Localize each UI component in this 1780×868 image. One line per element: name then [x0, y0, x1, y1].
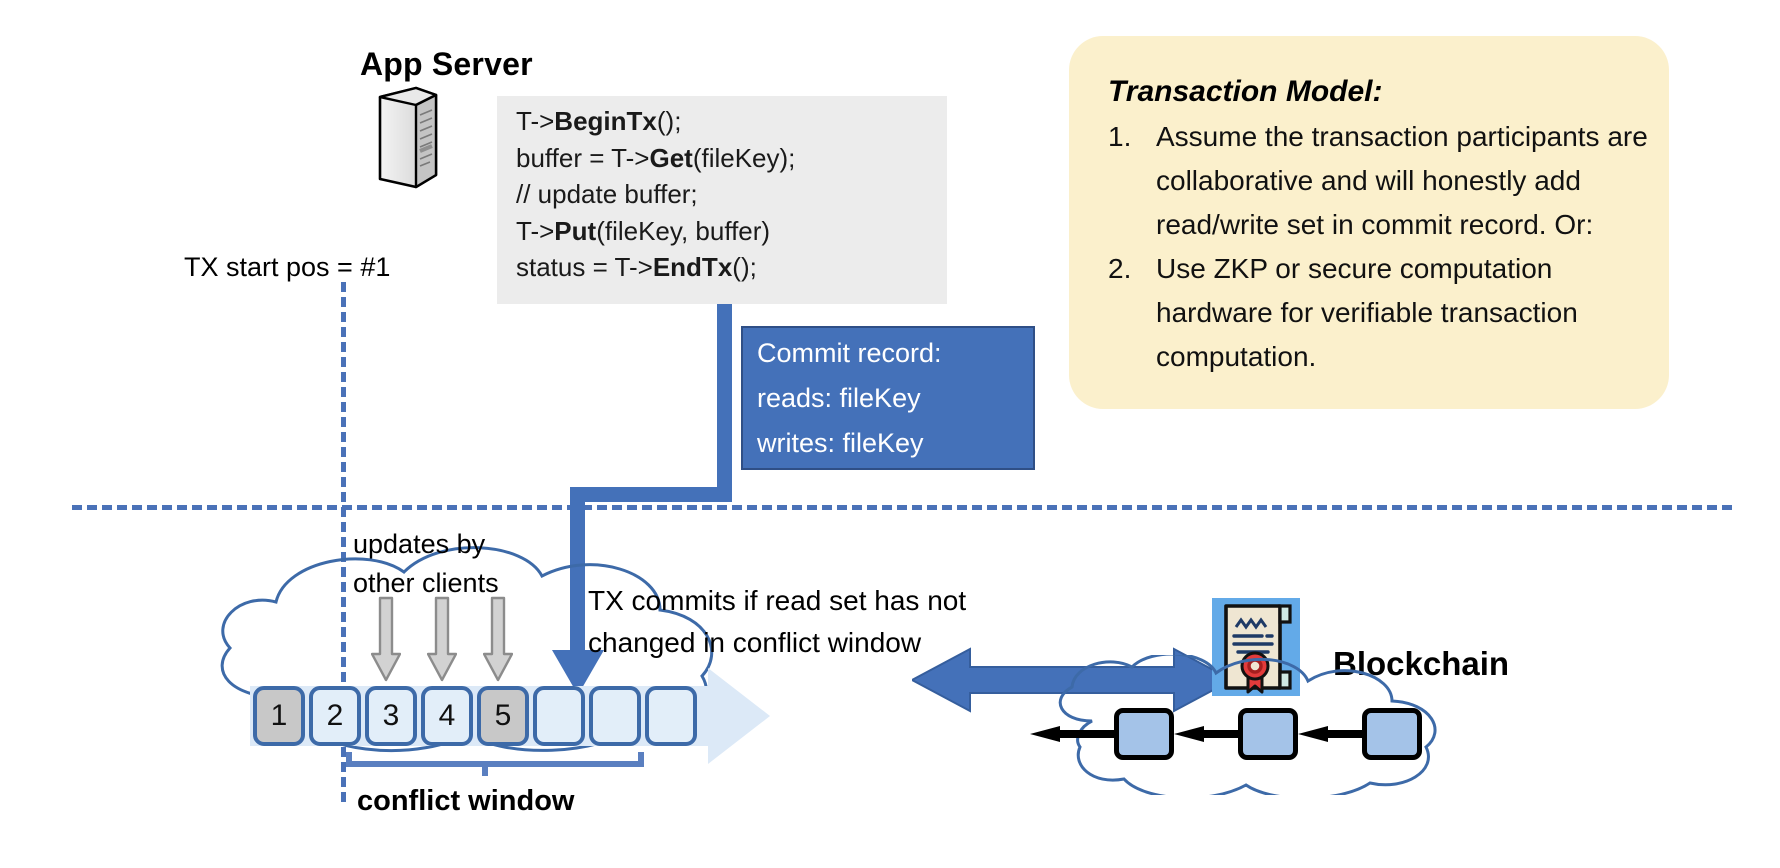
transaction-model-item: 1. Assume the transaction participants a… [1108, 115, 1648, 247]
commit-record-line-3: writes: fileKey [757, 428, 924, 458]
code-snippet-text: T->BeginTx(); buffer = T->Get(fileKey); … [516, 103, 956, 286]
updates-by-other-clients-label: updates by other clients [353, 525, 499, 603]
ledger-block[interactable]: 2 [309, 686, 361, 746]
code-snippet-box [497, 96, 947, 304]
update-arrow-icon [426, 596, 458, 684]
update-arrow-icon [482, 596, 514, 684]
ledger-block[interactable] [589, 686, 641, 746]
blockchain-link-arrow-icon [1030, 726, 1116, 742]
blockchain-block[interactable] [1114, 708, 1174, 760]
update-arrow-icon [370, 596, 402, 684]
conflict-window-brace-icon [345, 751, 645, 780]
tx-start-dashed-line [341, 282, 346, 802]
blockchain-link-arrow-icon [1298, 726, 1364, 742]
tx-start-pos-label: TX start pos = #1 [184, 252, 391, 282]
list-number: 1. [1108, 121, 1132, 152]
tx-commits-note: TX commits if read set has not changed i… [588, 580, 966, 664]
code-line: status = T->EndTx(); [516, 252, 757, 282]
ledger-block[interactable]: 4 [421, 686, 473, 746]
ledger-block[interactable] [645, 686, 697, 746]
blockchain-block[interactable] [1362, 708, 1422, 760]
blockchain-label: Blockchain [1333, 645, 1510, 682]
conflict-window-label: conflict window [357, 785, 575, 817]
ledger-block[interactable] [533, 686, 585, 746]
commit-record-line-1: Commit record: [757, 338, 942, 368]
commit-connector-segment-vertical-upper [717, 304, 732, 501]
code-line: T->Put(fileKey, buffer) [516, 215, 771, 246]
code-line: buffer = T->Get(fileKey); [516, 142, 796, 173]
ledger-block[interactable]: 3 [365, 686, 417, 746]
commit-connector-segment-vertical-lower [570, 487, 585, 662]
transaction-model-box [1069, 36, 1669, 409]
transaction-model-item: 2. Use ZKP or secure computation hardwar… [1108, 247, 1648, 379]
commit-record-box [741, 326, 1035, 470]
ledger-block[interactable]: 5 [477, 686, 529, 746]
transaction-model-list: 1. Assume the transaction participants a… [1108, 115, 1648, 379]
code-line: // update buffer; [516, 179, 698, 209]
code-line: T->BeginTx(); [516, 106, 682, 136]
blockchain-link-arrow-icon [1174, 726, 1240, 742]
blockchain-block[interactable] [1238, 708, 1298, 760]
transaction-model-title: Transaction Model: [1108, 75, 1383, 108]
updates-label-line-2: other clients [353, 568, 499, 598]
list-text: Use ZKP or secure computation hardware f… [1156, 253, 1578, 372]
commit-record-line-2: reads: fileKey [757, 383, 921, 413]
list-number: 2. [1108, 253, 1132, 284]
ledger-continuation-arrow-icon [708, 668, 770, 764]
ledger-block[interactable]: 1 [253, 686, 305, 746]
client-ledger-divider [72, 505, 1732, 510]
list-text: Assume the transaction participants are … [1156, 121, 1648, 240]
updates-label-line-1: updates by [353, 529, 486, 559]
blockchain-cloud-outline [1040, 652, 1460, 800]
server-tower-icon [370, 83, 442, 193]
app-server-title: App Server [360, 46, 533, 82]
tx-commits-note-line-2: changed in conflict window [588, 627, 922, 658]
commit-connector-segment-horizontal [570, 487, 732, 502]
certificate-seal-icon [1212, 598, 1300, 696]
tx-commits-note-line-1: TX commits if read set has not [588, 585, 967, 616]
commit-record-text: Commit record: reads: fileKey writes: fi… [757, 331, 1037, 466]
